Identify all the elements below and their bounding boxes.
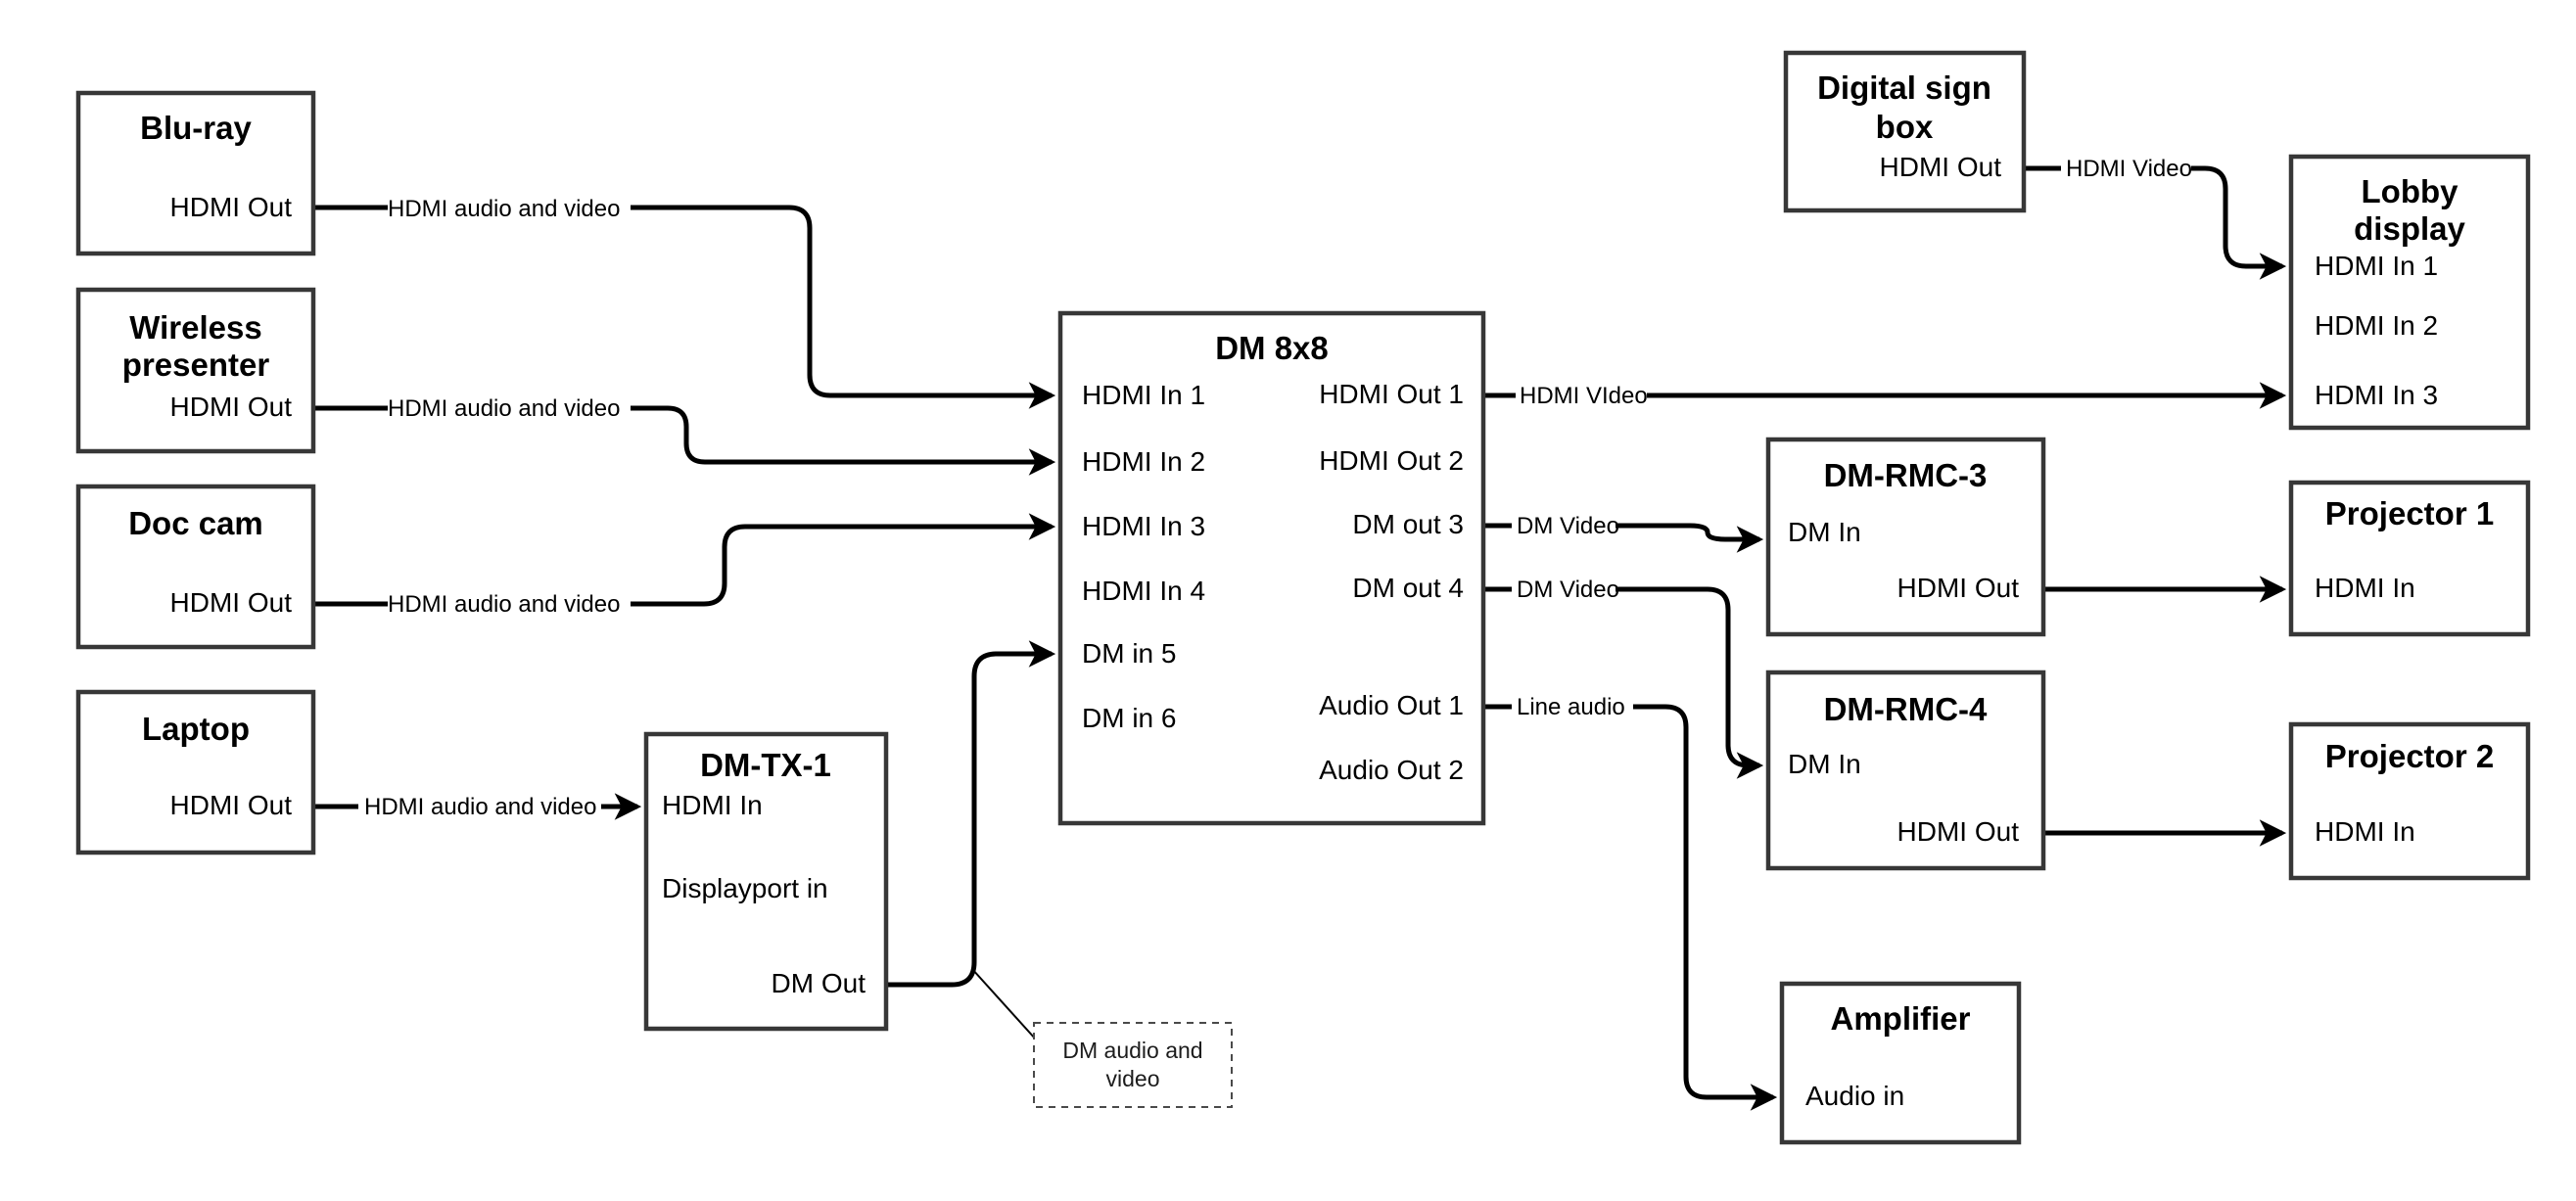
doc-cam-box — [75, 484, 316, 650]
amplifier-port-audio-in: Audio in — [1805, 1081, 1904, 1111]
node-bluray: Blu-ray HDMI Out — [75, 90, 316, 256]
digital-sign-box-port-hdmi-out: HDMI Out — [1880, 152, 2002, 182]
dm-8x8-port-dm-out-4: DM out 4 — [1352, 573, 1464, 603]
wire-audio-out1-to-amplifier — [1483, 704, 1773, 1097]
doc-cam-title: Doc cam — [128, 505, 263, 541]
lobby-display-port-hdmi-in-3: HDMI In 3 — [2315, 380, 2438, 410]
dm-8x8-port-hdmi-in-2: HDMI In 2 — [1082, 446, 1205, 477]
node-doc-cam: Doc cam HDMI Out — [75, 484, 316, 650]
amplifier-title: Amplifier — [1830, 1000, 1970, 1037]
wire-label-laptop: HDMI audio and video — [364, 794, 596, 820]
projector-1-box — [2288, 480, 2531, 637]
projector-2-box — [2288, 721, 2531, 881]
lobby-display-port-hdmi-in-1: HDMI In 1 — [2315, 251, 2438, 281]
laptop-box — [75, 689, 316, 855]
dm-tx-1-port-displayport-in: Displayport in — [662, 873, 828, 903]
dm-rmc-4-title: DM-RMC-4 — [1824, 691, 1988, 727]
wire-doccam-to-dm8x8-hdmi-in-3 — [313, 527, 1052, 607]
wires — [313, 165, 2282, 1097]
wireless-presenter-port-hdmi-out: HDMI Out — [170, 392, 293, 422]
lobby-display-box — [2288, 154, 2531, 431]
node-digital-sign-box: Digital sign box HDMI Out — [1783, 50, 2027, 213]
dm-rmc-4-port-dm-in: DM In — [1788, 749, 1861, 779]
projector-1-port-hdmi-in: HDMI In — [2315, 573, 2415, 603]
callout-leader-line — [971, 968, 1037, 1040]
dm-rmc-3-port-dm-in: DM In — [1788, 517, 1861, 547]
doc-cam-port-hdmi-out: HDMI Out — [170, 587, 293, 618]
bluray-title: Blu-ray — [140, 110, 252, 146]
dm-rmc-3-box — [1765, 437, 2046, 637]
lobby-display-title-line1: Lobby — [2362, 173, 2459, 209]
dm-8x8-port-dm-out-3: DM out 3 — [1352, 509, 1464, 539]
wire-wireless-to-dm8x8-hdmi-in-2 — [313, 405, 1052, 462]
node-dm-rmc-3: DM-RMC-3 DM In HDMI Out — [1765, 437, 2046, 637]
wire-sign-to-lobby-hdmi-in-1 — [2024, 165, 2282, 266]
dm-8x8-title: DM 8x8 — [1215, 330, 1329, 366]
bluray-port-hdmi-out: HDMI Out — [170, 192, 293, 222]
dm-tx-1-title: DM-TX-1 — [700, 747, 831, 783]
projector-1-title: Projector 1 — [2325, 495, 2494, 531]
callout-dm-audio-video: DM audio and video — [971, 968, 1233, 1108]
callout-text-line2: video — [1106, 1066, 1160, 1091]
laptop-port-hdmi-out: HDMI Out — [170, 790, 293, 820]
node-wireless-presenter: Wireless presenter HDMI Out — [75, 287, 316, 454]
dm-8x8-port-audio-out-1: Audio Out 1 — [1319, 690, 1464, 720]
dm-8x8-port-dm-in-5: DM in 5 — [1082, 638, 1176, 669]
dm-8x8-port-audio-out-2: Audio Out 2 — [1319, 755, 1464, 785]
amplifier-box — [1779, 981, 2022, 1145]
callout-text-line1: DM audio and — [1062, 1038, 1202, 1063]
dm-8x8-port-hdmi-in-3: HDMI In 3 — [1082, 511, 1205, 541]
wire-label-audio-out1: Line audio — [1517, 694, 1625, 720]
node-dm-8x8: DM 8x8 HDMI In 1 HDMI In 2 HDMI In 3 HDM… — [1057, 310, 1486, 826]
node-laptop: Laptop HDMI Out — [75, 689, 316, 855]
node-dm-tx-1: DM-TX-1 HDMI In Displayport in DM Out — [643, 731, 889, 1032]
node-projector-1: Projector 1 HDMI In — [2288, 480, 2531, 637]
wire-label-wireless: HDMI audio and video — [388, 395, 620, 422]
wireless-presenter-title-line1: Wireless — [129, 309, 261, 346]
dm-rmc-4-box — [1765, 670, 2046, 871]
wire-label-hdmi-out1: HDMI VIdeo — [1520, 383, 1648, 409]
projector-2-title: Projector 2 — [2325, 738, 2494, 774]
wire-bluray-to-dm8x8-hdmi-in-1 — [313, 205, 1052, 395]
wire-label-sign: HDMI Video — [2066, 156, 2192, 182]
wire-label-bluray: HDMI audio and video — [388, 196, 620, 222]
wireless-presenter-title-line2: presenter — [122, 346, 270, 383]
dm-rmc-3-port-hdmi-out: HDMI Out — [1897, 573, 2020, 603]
dm-rmc-4-port-hdmi-out: HDMI Out — [1897, 816, 2020, 847]
wire-dm-out3-to-rmc3-dm-in — [1483, 526, 1759, 539]
digital-sign-box-box — [1783, 50, 2027, 213]
lobby-display-port-hdmi-in-2: HDMI In 2 — [2315, 310, 2438, 341]
dm-8x8-port-hdmi-out-1: HDMI Out 1 — [1319, 379, 1464, 409]
bluray-box — [75, 90, 316, 256]
wire-dm-out4-to-rmc4-dm-in — [1483, 586, 1759, 765]
node-dm-rmc-4: DM-RMC-4 DM In HDMI Out — [1765, 670, 2046, 871]
dm-8x8-port-dm-in-6: DM in 6 — [1082, 703, 1176, 733]
node-projector-2: Projector 2 HDMI In — [2288, 721, 2531, 881]
digital-sign-box-title-line1: Digital sign — [1817, 69, 1991, 106]
dm-rmc-3-title: DM-RMC-3 — [1824, 457, 1988, 493]
dm-tx-1-port-dm-out: DM Out — [772, 968, 866, 998]
wire-label-dm-out4: DM Video — [1517, 577, 1619, 603]
node-lobby-display: Lobby display HDMI In 1 HDMI In 2 HDMI I… — [2288, 154, 2531, 431]
lobby-display-title-line2: display — [2354, 210, 2465, 247]
wire-labels: HDMI audio and video HDMI audio and vide… — [364, 156, 2192, 820]
dm-tx-1-port-hdmi-in: HDMI In — [662, 790, 763, 820]
wire-label-dm-out3: DM Video — [1517, 513, 1619, 539]
laptop-title: Laptop — [142, 711, 250, 747]
dm-8x8-box — [1057, 310, 1486, 826]
projector-2-port-hdmi-in: HDMI In — [2315, 816, 2415, 847]
dm-8x8-port-hdmi-in-4: HDMI In 4 — [1082, 576, 1205, 606]
callout-box — [1033, 1022, 1233, 1108]
wireless-presenter-box — [75, 287, 316, 454]
digital-sign-box-title-line2: box — [1876, 109, 1934, 145]
dm-8x8-port-hdmi-out-2: HDMI Out 2 — [1319, 445, 1464, 476]
dm-tx-1-box — [643, 731, 889, 1032]
wire-label-doccam: HDMI audio and video — [388, 591, 620, 618]
wire-dmtx1-dmout-to-dm8x8-dm-in-5 — [886, 640, 1056, 988]
dm-8x8-port-hdmi-in-1: HDMI In 1 — [1082, 380, 1205, 410]
node-amplifier: Amplifier Audio in — [1779, 981, 2022, 1145]
